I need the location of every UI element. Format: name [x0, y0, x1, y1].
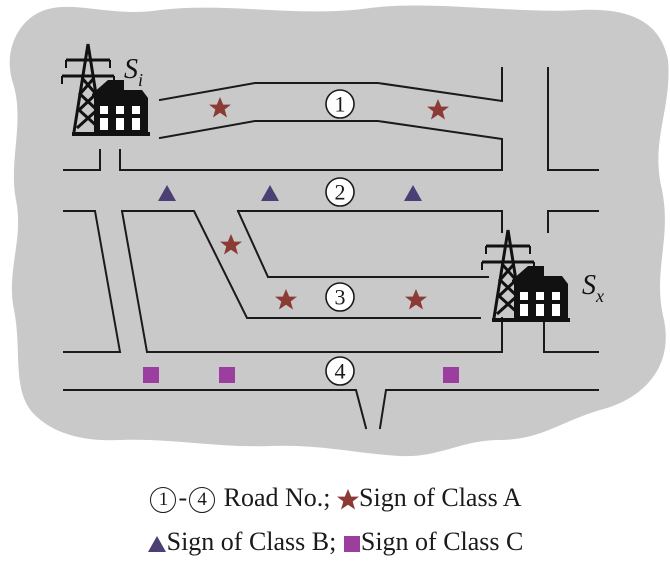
triangle-icon	[147, 536, 166, 553]
road-4-border	[63, 389, 368, 430]
legend: 1-4 Road No.; Sign of Class A Sign of Cl…	[0, 476, 670, 564]
legend-class-b: Sign of Class B;	[166, 527, 337, 556]
square-icon	[343, 536, 360, 553]
svg-text:4: 4	[335, 359, 346, 384]
road-number-1: 1	[325, 89, 355, 119]
road-1-border	[158, 120, 503, 171]
square-icon	[143, 367, 159, 383]
road-number-2: 2	[325, 177, 355, 207]
legend-line-2: Sign of Class B; Sign of Class C	[0, 520, 670, 564]
star-icon	[427, 99, 449, 120]
square-icon	[219, 367, 235, 383]
legend-line-1: 1-4 Road No.; Sign of Class A	[0, 476, 670, 520]
square-icon	[443, 367, 459, 383]
station-sx: Sx	[480, 228, 604, 324]
station-sx-label: Sx	[582, 270, 604, 306]
road-range-start: 1	[150, 487, 177, 514]
road-edge	[543, 319, 599, 353]
road-2-border	[63, 210, 122, 353]
star-icon	[275, 289, 297, 310]
road-map: Si Sx 1 2 3 4	[9, 5, 669, 457]
star-icon	[209, 97, 231, 118]
triangle-icon	[158, 185, 176, 201]
road-2-border	[237, 210, 503, 233]
road-3-border	[236, 209, 489, 278]
road-edge	[547, 67, 599, 171]
road-4-border	[120, 209, 503, 353]
road-edge	[547, 210, 599, 233]
svg-text:1: 1	[335, 92, 346, 117]
road-range-end: 4	[189, 487, 216, 514]
station-si: Si	[60, 42, 152, 138]
road-4-border	[378, 389, 599, 430]
star-icon	[337, 489, 360, 510]
legend-class-c: Sign of Class C	[360, 527, 524, 556]
triangle-icon	[261, 185, 279, 201]
road-number-3: 3	[325, 282, 355, 312]
star-icon	[220, 234, 242, 255]
road-edge	[119, 149, 503, 171]
triangle-icon	[404, 185, 422, 201]
road-edge	[63, 149, 101, 171]
signs	[143, 97, 459, 383]
road-number-4: 4	[325, 356, 355, 386]
legend-class-a: Sign of Class A	[359, 483, 522, 512]
svg-text:2: 2	[335, 180, 346, 205]
svg-text:3: 3	[335, 285, 346, 310]
road-2-border	[121, 210, 481, 319]
map-area	[9, 5, 669, 457]
legend-road-label: Road No.;	[217, 483, 331, 512]
station-si-label: Si	[124, 54, 143, 90]
road-1-border	[158, 67, 503, 103]
star-icon	[405, 289, 427, 310]
roads	[63, 67, 599, 430]
